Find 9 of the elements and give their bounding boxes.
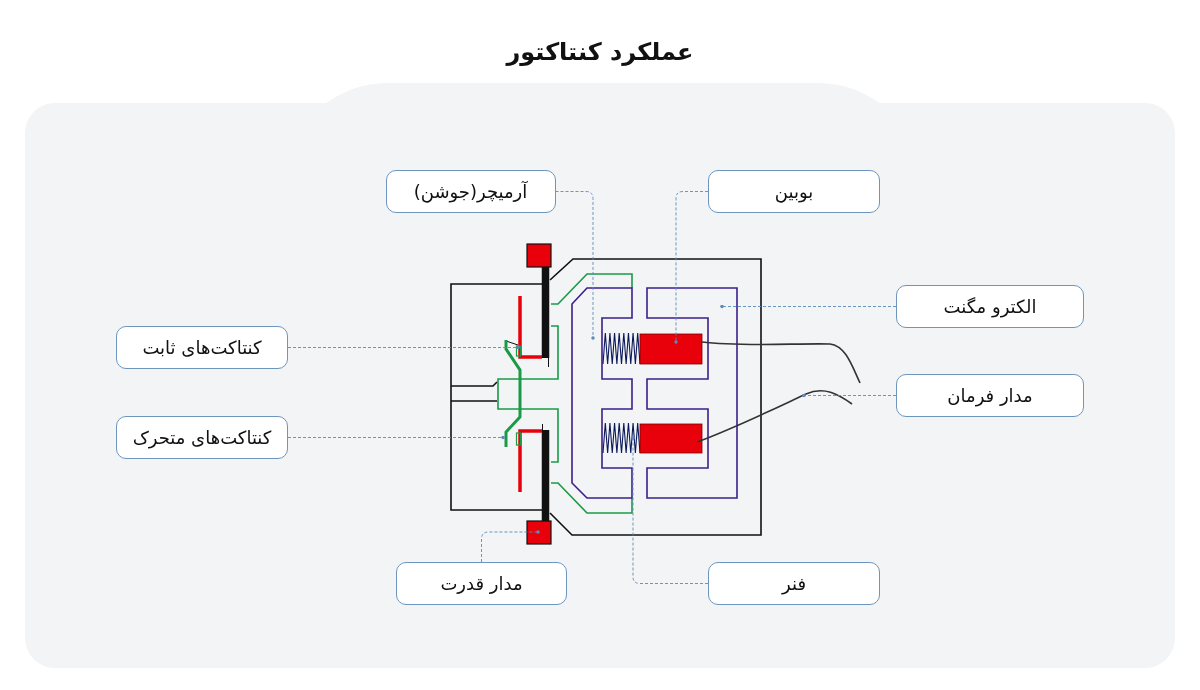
label-box: فنر <box>708 562 880 605</box>
label-box: مدار قدرت <box>396 562 567 605</box>
title: عملکرد کنتاکتور <box>506 37 694 67</box>
label-box: بوبین <box>708 170 880 213</box>
label-box: آرمیچر(جوشن) <box>385 170 556 213</box>
label-box: کنتاکت‌های ثابت <box>116 326 288 369</box>
label-box: الکترو مگنت <box>896 285 1084 328</box>
label-box: مدار فرمان <box>896 374 1084 417</box>
label-box: کنتاکت‌های متحرک <box>116 416 288 459</box>
